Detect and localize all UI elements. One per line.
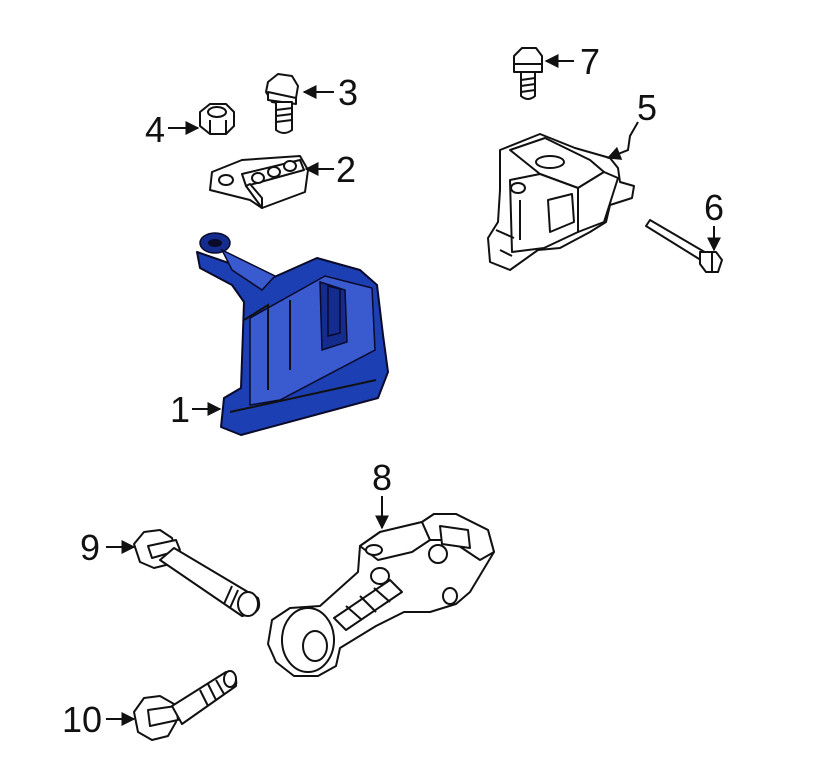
callout-label-5: 5 xyxy=(637,87,657,128)
callout-7[interactable]: 7 xyxy=(544,41,600,82)
callout-6[interactable]: 6 xyxy=(704,187,724,252)
callout-label-9: 9 xyxy=(80,527,100,568)
callout-label-8: 8 xyxy=(372,457,392,498)
callout-1[interactable]: 1 xyxy=(170,389,222,430)
part-7-bolt[interactable] xyxy=(513,47,543,100)
callout-2[interactable]: 2 xyxy=(304,149,356,190)
callout-10[interactable]: 10 xyxy=(62,699,136,740)
callout-5[interactable]: 5 xyxy=(606,87,657,160)
callout-label-10: 10 xyxy=(62,699,102,740)
part-5-bracket-assembly[interactable] xyxy=(487,133,635,271)
callout-4[interactable]: 4 xyxy=(145,109,200,150)
callout-label-7: 7 xyxy=(580,41,600,82)
part-2-bracket-plate[interactable] xyxy=(209,155,309,209)
part-9-bolt[interactable] xyxy=(133,529,261,617)
callout-label-2: 2 xyxy=(336,149,356,190)
callout-3[interactable]: 3 xyxy=(302,72,358,113)
callout-label-1: 1 xyxy=(170,389,190,430)
part-1-mount-bracket[interactable] xyxy=(196,232,389,436)
part-4-nut[interactable] xyxy=(199,103,235,135)
callout-label-4: 4 xyxy=(145,109,165,150)
callout-label-3: 3 xyxy=(338,72,358,113)
part-10-bolt[interactable] xyxy=(133,670,238,741)
callout-9[interactable]: 9 xyxy=(80,527,136,568)
part-3-bolt[interactable] xyxy=(265,73,299,134)
part-8-torque-rod[interactable] xyxy=(267,513,495,677)
callout-8[interactable]: 8 xyxy=(372,457,392,530)
part-6-pin[interactable] xyxy=(645,219,723,273)
callout-label-6: 6 xyxy=(704,187,724,228)
